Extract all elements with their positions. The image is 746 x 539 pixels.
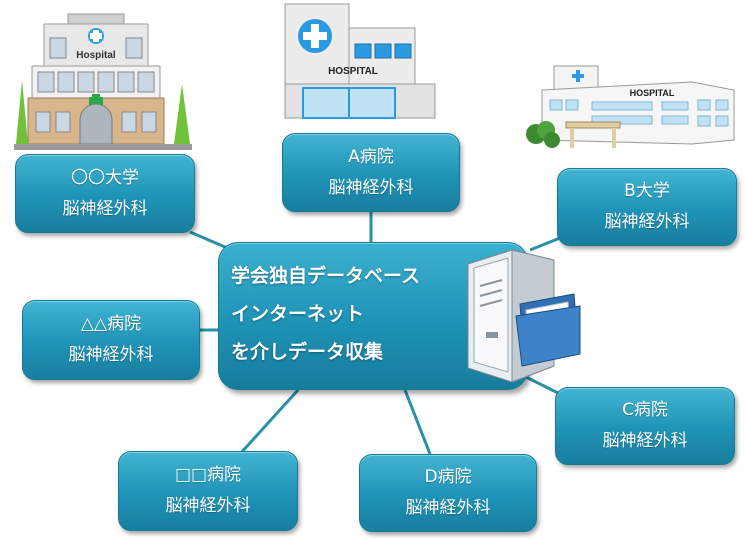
node-institution-label: 〇〇大学 <box>71 167 139 188</box>
node-c-hospital: C病院 脳神経外科 <box>555 387 735 465</box>
connector-d-hospital <box>403 389 432 455</box>
node-institution-label: △△病院 <box>80 314 142 334</box>
node-institution-label: A病院 <box>348 146 394 167</box>
top-hospital-sign: HOSPITAL <box>328 66 378 77</box>
node-department-label: 脳神経外科 <box>405 498 491 518</box>
connector-square-hospital <box>238 388 300 456</box>
right-hospital-illustration: HOSPITAL <box>526 65 735 148</box>
node-oo-university: 〇〇大学 脳神経外科 <box>15 154 195 233</box>
node-department-label: 脳神経外科 <box>602 431 688 451</box>
right-hospital-sign: HOSPITAL <box>630 88 675 98</box>
node-department-label: 脳神経外科 <box>165 496 251 516</box>
node-institution-label: □□病院 <box>174 465 242 485</box>
node-department-label: 脳神経外科 <box>328 177 414 198</box>
connector-c-hospital <box>521 373 559 395</box>
top-hospital-illustration: HOSPITAL <box>284 3 436 119</box>
node-department-label: 脳神経外科 <box>62 198 148 219</box>
hub-line-2: インターネット <box>231 303 365 325</box>
node-institution-label: B大学 <box>624 181 670 201</box>
hub-line-1: 学会独自データベース <box>231 265 421 287</box>
node-a-hospital: A病院 脳神経外科 <box>282 133 460 212</box>
node-department-label: 脳神経外科 <box>68 345 154 365</box>
node-b-university: B大学 脳神経外科 <box>557 168 737 246</box>
left-hospital-sign: Hospital <box>76 50 116 61</box>
node-institution-label: C病院 <box>622 400 668 420</box>
node-triangle-hospital: △△病院 脳神経外科 <box>22 300 200 380</box>
connector-b-university <box>529 236 561 252</box>
database-server-icon <box>467 249 581 383</box>
node-department-label: 脳神経外科 <box>604 212 690 232</box>
hub-line-3: を介しデータ収集 <box>231 341 384 363</box>
university-hospital-illustration: Hospital <box>14 13 192 150</box>
node-square-hospital: □□病院 脳神経外科 <box>118 451 298 531</box>
node-institution-label: D病院 <box>424 467 472 487</box>
node-d-hospital: D病院 脳神経外科 <box>359 454 537 532</box>
